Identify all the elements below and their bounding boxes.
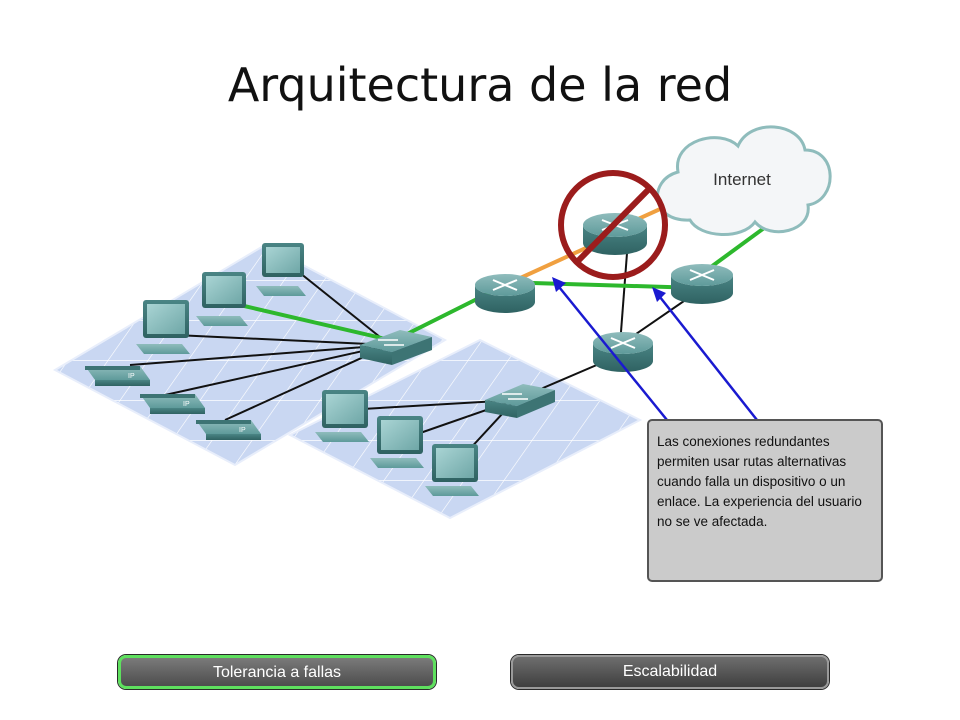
scalability-button[interactable]: Escalabilidad — [511, 655, 829, 689]
internet-label: Internet — [713, 170, 771, 189]
pc-icon — [136, 300, 190, 354]
switch-right — [485, 384, 555, 418]
ip-phone-icon: IP — [196, 420, 261, 440]
pointer-arrows — [552, 277, 758, 421]
fault-tolerance-button[interactable]: Tolerancia a fallas — [118, 655, 436, 689]
ip-phone-icon: IP — [140, 394, 205, 414]
svg-text:IP: IP — [128, 373, 135, 380]
svg-text:IP: IP — [239, 427, 246, 434]
svg-text:IP: IP — [183, 401, 190, 408]
pc-icon — [256, 243, 306, 296]
prohibition-icon — [558, 170, 668, 280]
pc-icon — [370, 416, 424, 468]
router-edge-left — [475, 274, 535, 313]
pc-icon — [425, 444, 479, 496]
network-diagram: Internet — [52, 125, 832, 520]
internet-cloud: Internet — [656, 125, 832, 236]
switch-left — [360, 330, 432, 365]
slide-title: Arquitectura de la red — [227, 58, 733, 112]
ip-phone-icon: IP — [85, 366, 150, 386]
pc-icon — [315, 390, 369, 442]
router-edge-right — [671, 264, 733, 304]
callout-note: Las conexiones redundantes permiten usar… — [647, 419, 883, 582]
pc-icon — [196, 272, 248, 326]
